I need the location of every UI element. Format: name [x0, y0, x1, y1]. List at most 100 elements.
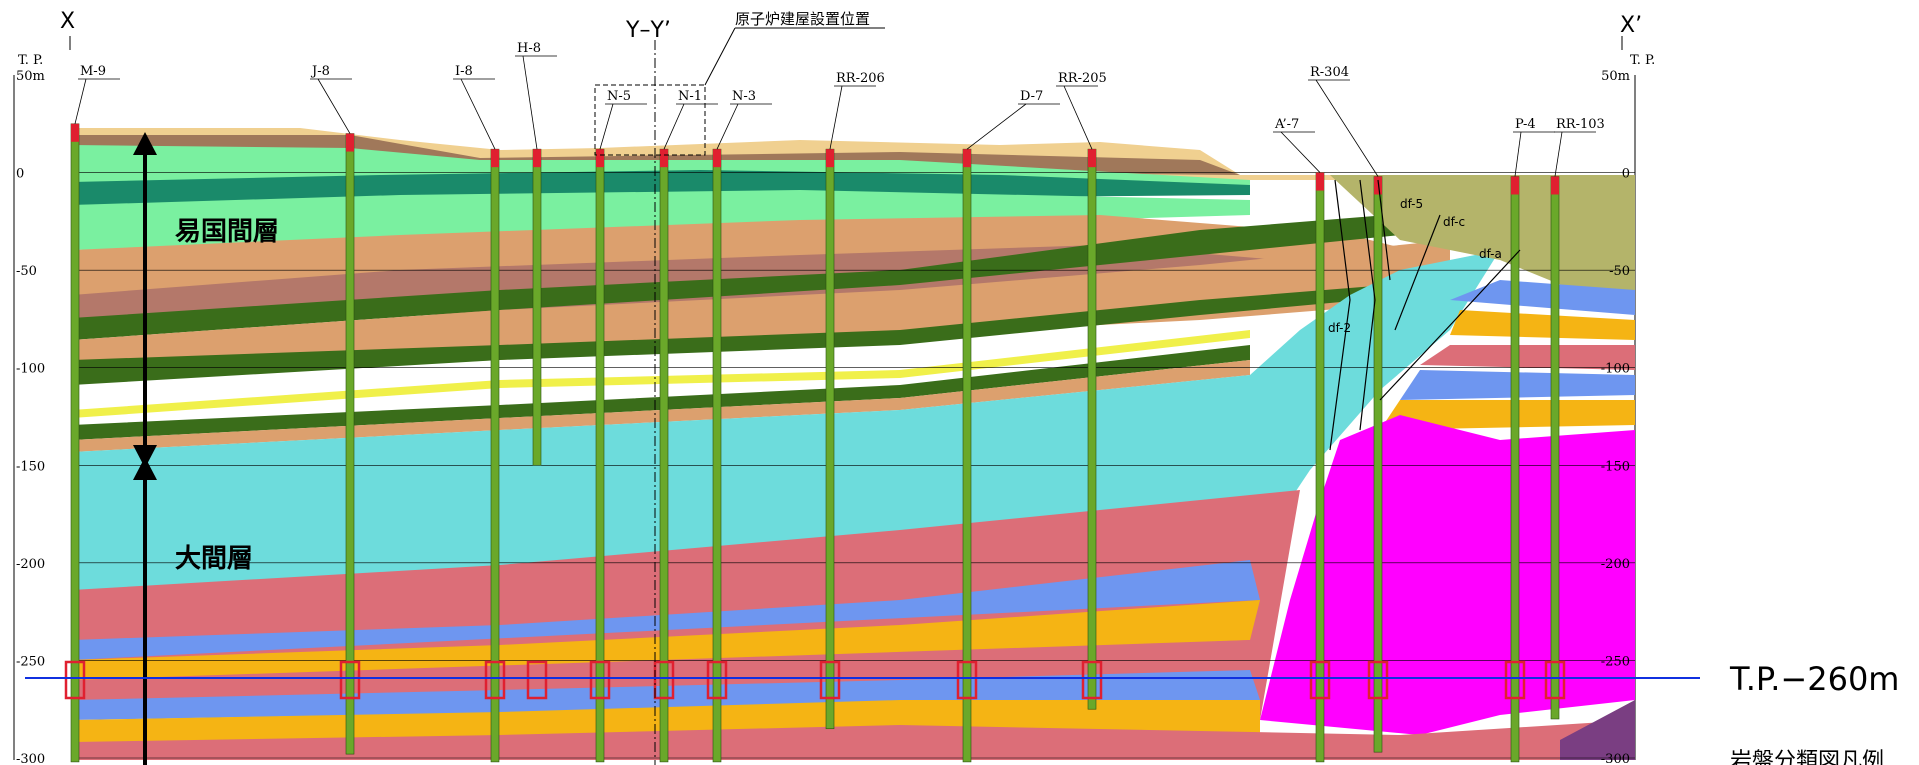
left-elevation-label: -200 [16, 557, 45, 572]
stratum-darkgreen-1 [72, 210, 1450, 340]
strata-layers [72, 128, 1635, 760]
borehole-label: RR-205 [1058, 71, 1107, 86]
stratum-pink-r1 [1420, 345, 1635, 370]
borehole-top-cap [71, 123, 79, 142]
stratum-orange-r2 [1380, 400, 1635, 430]
left-elevation-label: -50 [16, 264, 37, 279]
right-elevation-label: 0 [1622, 167, 1630, 182]
borehole-label: P-4 [1515, 117, 1536, 132]
right-elevation-label: -150 [1601, 459, 1630, 474]
stratum-blue-r1 [1450, 280, 1635, 315]
borehole-label: I-8 [455, 64, 473, 79]
borehole-I-8 [490, 148, 500, 763]
borehole-M-9 [70, 123, 80, 763]
borehole-sample-marker [484, 660, 506, 700]
stratum-tan-2 [72, 240, 1450, 380]
borehole-P-4 [1510, 176, 1520, 763]
borehole-RR-206 [825, 148, 835, 730]
borehole-label: RR-206 [836, 71, 885, 86]
stratum-yellow [72, 330, 1250, 418]
borehole-top-cap [1551, 176, 1559, 195]
borehole-top-cap [533, 149, 541, 168]
left-elevation-label: -300 [16, 752, 45, 765]
borehole-label: RR-103 [1556, 117, 1605, 132]
borehole-top-cap [660, 149, 668, 168]
borehole-sample-marker [589, 660, 611, 700]
borehole-top-cap [826, 149, 834, 168]
stratum-blue-lower [72, 560, 1260, 660]
fault-label-df-c: df-c [1443, 215, 1465, 229]
borehole-sample-marker [339, 660, 361, 700]
borehole-sample-marker [956, 660, 978, 700]
borehole-sample-marker [706, 660, 728, 700]
borehole-leader [460, 78, 496, 150]
right-elevation-label: -300 [1601, 752, 1630, 765]
borehole-top-cap [963, 149, 971, 168]
section-start-marker: X [60, 9, 75, 34]
borehole-top-cap [1374, 176, 1382, 195]
section-end-marker: X’ [1620, 13, 1642, 38]
borehole-leader [829, 85, 843, 150]
tp-260-label: T.P.−260m [1729, 660, 1899, 698]
left-elevation-label: 0 [16, 167, 24, 182]
borehole-leader [74, 78, 87, 124]
borehole-N-1 [659, 148, 669, 763]
borehole-leader [1315, 79, 1379, 177]
borehole-leader [599, 103, 614, 150]
borehole-R-304 [1373, 176, 1383, 753]
borehole-sample-marker [526, 660, 548, 700]
fault-lines [1329, 179, 1521, 451]
stratum-darkgreen-2 [72, 280, 1450, 385]
borehole-label: A’-7 [1274, 117, 1299, 132]
reactor-building-outline [594, 84, 706, 156]
borehole-top-cap [491, 149, 499, 168]
borehole-label: R-304 [1310, 65, 1349, 80]
right-elevation-label: -250 [1601, 654, 1630, 669]
borehole-RR-205 [1087, 148, 1097, 710]
yy-section-label: Y–Y’ [625, 18, 671, 43]
borehole-A’-7 [1315, 172, 1325, 763]
borehole-top-cap [1316, 172, 1324, 191]
fault-label-df-5: df-5 [1400, 197, 1423, 211]
formation-arrows [133, 132, 157, 765]
borehole-leader [1063, 85, 1093, 150]
borehole-sample-marker [1544, 660, 1566, 700]
borehole-sample-marker [1309, 660, 1331, 700]
borehole-leader [1514, 131, 1522, 177]
right-elevation-label: -200 [1601, 557, 1630, 572]
borehole-label: M-9 [80, 64, 106, 79]
formation-label-upper: 易国間層 [175, 217, 279, 247]
stratum-orange-r1 [1450, 310, 1635, 340]
borehole-leader [522, 55, 538, 150]
borehole-label: N-3 [732, 89, 756, 104]
borehole-leader [1280, 131, 1321, 173]
borehole-N-5 [595, 148, 605, 763]
borehole-leader [1554, 131, 1563, 177]
borehole-N-3 [712, 148, 722, 763]
right-axis-title: T. P. [1630, 53, 1655, 68]
borehole-label: N-1 [678, 89, 702, 104]
left-axis-title: T. P. [18, 53, 43, 68]
borehole-label: D-7 [1020, 89, 1043, 104]
borehole-sample-marker [819, 660, 841, 700]
legend-note: 岩盤分類図凡例 [1730, 749, 1884, 765]
borehole-leader [716, 103, 739, 150]
borehole-top-cap [346, 133, 354, 152]
borehole-leader [966, 103, 1027, 150]
borehole-label: N-5 [607, 89, 631, 104]
right-elevation-label: -100 [1601, 362, 1630, 377]
right-elevation-label: 50m [1601, 69, 1630, 84]
borehole-sample-marker [1367, 660, 1389, 700]
borehole-top-cap [713, 149, 721, 168]
stratum-pink-base [72, 720, 1635, 760]
borehole-top-cap [1088, 149, 1096, 168]
borehole-D-7 [962, 148, 972, 763]
stratum-tan-3 [72, 360, 1250, 452]
borehole-RR-103 [1550, 176, 1560, 720]
left-elevation-label: 50m [16, 69, 45, 84]
borehole-sample-marker [64, 660, 86, 700]
borehole-H-8 [532, 148, 542, 466]
